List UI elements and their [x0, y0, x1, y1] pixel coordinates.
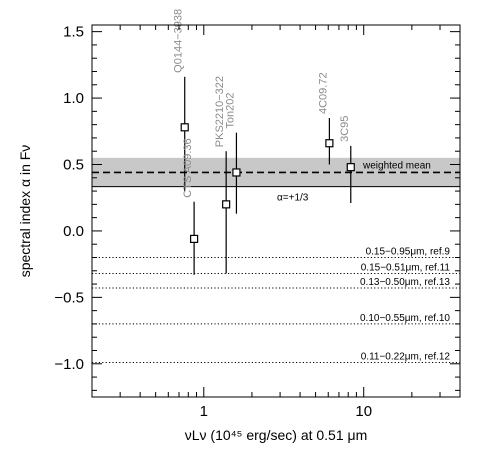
reference-line-label: 0.13−0.50μm, ref.13 [360, 277, 450, 288]
x-tick-label: 10 [355, 403, 372, 420]
y-tick-label: 1.5 [63, 24, 84, 41]
data-point-marker [222, 200, 231, 209]
data-point-marker [325, 139, 334, 148]
reference-line-label: 0.15−0.51μm, ref.11 [361, 262, 451, 273]
weighted-mean-layer: weighted mean α=+1/3 [92, 160, 460, 204]
data-point-label: Q0144−3938 [173, 9, 185, 73]
reference-line-label: 0.11−0.22μm, ref.12 [361, 351, 451, 362]
data-point-label: 3C95 [339, 116, 351, 142]
weighted-mean-label: weighted mean [362, 160, 431, 171]
plot-frame [91, 24, 461, 398]
y-tick-label: −0.5 [54, 289, 84, 306]
data-point-label: 4C09.72 [317, 72, 329, 114]
reference-line-label: 0.10−0.55μm, ref.10 [360, 313, 450, 324]
data-point-marker [180, 123, 189, 132]
reference-lines: 0.15−0.95μm, ref.9 0.15−0.51μm, ref.11 0.1… [92, 247, 460, 363]
x-tick-label: 1 [200, 403, 208, 420]
axis-ticks: 1 10 −1.0 −0.5 0.0 0.5 1.0 1.5 [54, 24, 461, 420]
reference-line-label: 0.15−0.95μm, ref.9 [366, 247, 451, 258]
data-point-label: Ton202 [224, 93, 236, 129]
alpha-reference-label: α=+1/3 [277, 193, 309, 204]
data-point-marker [190, 234, 199, 243]
y-tick-label: 1.0 [63, 90, 84, 107]
data-point-marker [346, 163, 355, 172]
y-tick-label: 0.0 [63, 223, 84, 240]
data-point-label: CTS A09.36 [182, 138, 194, 197]
y-tick-label: −1.0 [54, 356, 84, 373]
data-point-label: PKS2210−322 [214, 76, 226, 147]
y-tick-label: 0.5 [63, 157, 84, 174]
x-axis-label: νLν (10⁴⁵ erg/sec) at 0.51 μm [185, 427, 368, 443]
y-axis-label: spectral index α in Fν [17, 145, 33, 278]
data-point-marker [232, 168, 241, 177]
